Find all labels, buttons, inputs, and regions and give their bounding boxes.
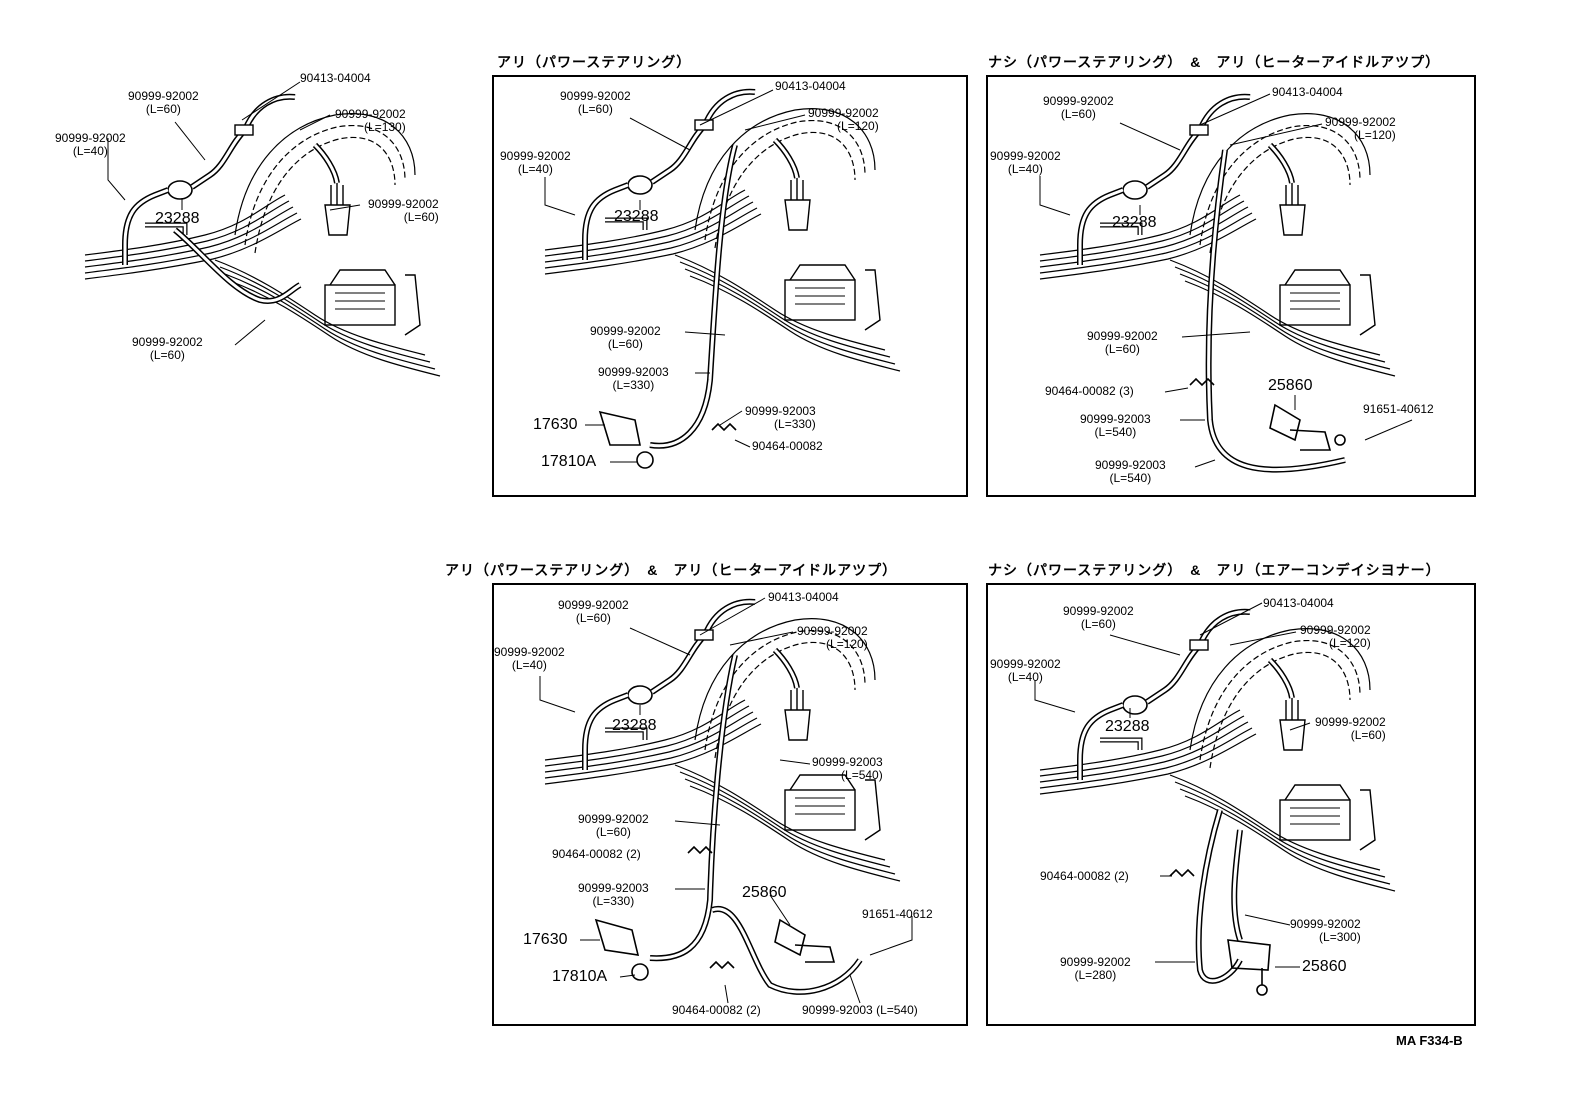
label-hose-p4-c: 90999-92002(L=40) — [494, 645, 565, 672]
label-hose3-p3-b: 90999-92003(L=540) — [1095, 458, 1166, 485]
label-cap-p2: 17810A — [541, 453, 597, 470]
label-tee-p1: 90413-04004 — [300, 71, 371, 85]
label-tee-p2: 90413-04004 — [775, 79, 846, 93]
label-valve-p3: 25860 — [1268, 377, 1313, 394]
panel-title-no-ps-aircon: ナシ（パワーステアリング） & アリ（エアーコンデイシヨナー） — [988, 562, 1441, 578]
label-valve-p5: 25860 — [1302, 958, 1347, 975]
label-hose-p2-c: 90999-92002(L=40) — [500, 149, 571, 176]
label-hose3-p3-a: 90999-92003(L=540) — [1080, 412, 1151, 439]
label-clamp-p4-b: 90464-00082 (2) — [672, 1003, 761, 1017]
label-hose-p2-a: 90999-92002(L=60) — [560, 89, 631, 116]
label-filter-p5: 23288 — [1105, 718, 1150, 735]
label-actuator-p4: 17630 — [523, 931, 568, 948]
label-hose-p1-e: 90999-92002(L=60) — [132, 335, 203, 362]
label-clamp-p3: 90464-00082 (3) — [1045, 384, 1134, 398]
label-actuator-p2: 17630 — [533, 416, 578, 433]
panel-title-power-steering: アリ（パワーステアリング） — [497, 54, 692, 70]
panel-title-ps-heater: アリ（パワーステアリング） & アリ（ヒーターアイドルアツプ） — [445, 562, 898, 578]
label-cap-p4: 17810A — [552, 968, 608, 985]
panel-ps-heater — [492, 583, 968, 1026]
label-hose3-p4-c: 90999-92003 (L=540) — [802, 1003, 918, 1017]
label-clamp-p4-a: 90464-00082 (2) — [552, 847, 641, 861]
label-hose-p1-d: 90999-92002(L=60) — [368, 197, 439, 224]
label-hose-p4-d: 90999-92002(L=60) — [578, 812, 649, 839]
label-clamp-p5: 90464-00082 (2) — [1040, 869, 1129, 883]
label-hose-p4-a: 90999-92002(L=60) — [558, 598, 629, 625]
label-hose-p3-b: 90999-92002(L=120) — [1325, 115, 1396, 142]
panel-power-steering — [492, 75, 968, 497]
label-hose3-p4-a: 90999-92003(L=540) — [812, 755, 883, 782]
label-hose-p2-d: 90999-92002(L=60) — [590, 324, 661, 351]
label-hose-p1-c: 90999-92002(L=40) — [55, 131, 126, 158]
label-hose-p5-b: 90999-92002(L=120) — [1300, 623, 1371, 650]
label-filter-p4: 23288 — [612, 717, 657, 734]
label-filter-p3: 23288 — [1112, 214, 1157, 231]
label-hose-p5-a: 90999-92002(L=60) — [1063, 604, 1134, 631]
panel-no-ps-aircon — [986, 583, 1476, 1026]
label-hose-p3-a: 90999-92002(L=60) — [1043, 94, 1114, 121]
label-clamp-p2: 90464-00082 — [752, 439, 823, 453]
label-hose-p1-b: 90999-92002(L=130) — [335, 107, 406, 134]
label-hose-p5-f: 90999-92002(L=280) — [1060, 955, 1131, 982]
label-hose-p4-b: 90999-92002(L=120) — [797, 624, 868, 651]
panel-title-no-ps-heater: ナシ（パワーステアリング） & アリ（ヒーターアイドルアツプ） — [988, 54, 1441, 70]
label-hose-p2-b: 90999-92002(L=120) — [808, 106, 879, 133]
figure-code: MA F334-B — [1396, 1033, 1463, 1048]
label-hose-p3-d: 90999-92002(L=60) — [1087, 329, 1158, 356]
label-bolt-p4: 91651-40612 — [862, 907, 933, 921]
label-hose3-p2-a: 90999-92003(L=330) — [598, 365, 669, 392]
label-hose-p5-c: 90999-92002(L=40) — [990, 657, 1061, 684]
label-filter-p1: 23288 — [155, 210, 200, 227]
label-hose-p5-e: 90999-92002(L=300) — [1290, 917, 1361, 944]
label-tee-p5: 90413-04004 — [1263, 596, 1334, 610]
label-hose3-p4-b: 90999-92003(L=330) — [578, 881, 649, 908]
label-hose-p3-c: 90999-92002(L=40) — [990, 149, 1061, 176]
label-filter-p2: 23288 — [614, 208, 659, 225]
label-valve-p4: 25860 — [742, 884, 787, 901]
label-hose-p5-d: 90999-92002(L=60) — [1315, 715, 1386, 742]
panel-no-ps-heater — [986, 75, 1476, 497]
label-tee-p3: 90413-04004 — [1272, 85, 1343, 99]
label-hose-p1-a: 90999-92002(L=60) — [128, 89, 199, 116]
label-bolt-p3: 91651-40612 — [1363, 402, 1434, 416]
label-tee-p4: 90413-04004 — [768, 590, 839, 604]
label-hose3-p2-b: 90999-92003(L=330) — [745, 404, 816, 431]
